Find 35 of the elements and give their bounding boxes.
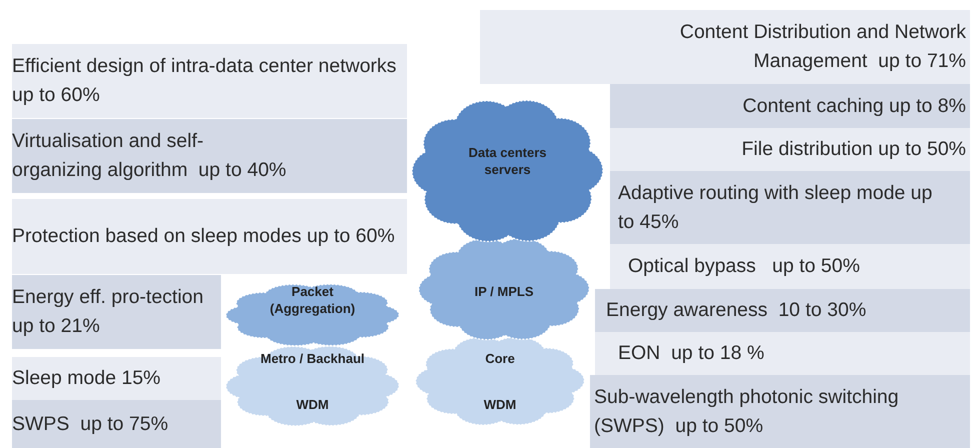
- table-band: [610, 128, 970, 171]
- table-band: [12, 357, 221, 400]
- saving-note: Sub-wavelength photonic switching (SWPS) up to 50%: [594, 384, 900, 438]
- saving-note: Virtualisation and self-organizing algorithm up to 40%: [12, 129, 288, 183]
- saving-note: Energy awareness 10 to 30%: [606, 298, 866, 323]
- saving-note: Energy eff. pro-tection up to 21%: [12, 285, 204, 339]
- table-band: [595, 332, 970, 375]
- saving-note: Sleep mode 15%: [12, 366, 161, 391]
- saving-note: SWPS up to 75%: [12, 412, 168, 436]
- table-band: [610, 84, 970, 128]
- table-band: [12, 275, 221, 349]
- cloud-label: WDM: [295, 396, 330, 413]
- cloud-label: Packet (Aggregation): [268, 283, 356, 317]
- saving-note: Optical bypass up to 50%: [628, 254, 860, 279]
- table-band: [610, 244, 970, 289]
- table-band: [480, 10, 970, 84]
- saving-note: Protection based on sleep modes up to 60%: [12, 224, 395, 249]
- cloud-label: Metro / Backhaul: [259, 350, 366, 367]
- saving-note: Content Distribution and Network Management up to 71%: [678, 20, 966, 74]
- cloud-label: IP / MPLS: [474, 283, 534, 300]
- table-band: [590, 375, 970, 448]
- table-band: [12, 44, 407, 118]
- cloud-label: Data centers servers: [467, 144, 548, 178]
- saving-note: File distribution up to 50%: [742, 137, 966, 162]
- cloud-label: Core: [484, 350, 516, 367]
- saving-note: EON up to 18 %: [618, 341, 764, 366]
- table-band: [595, 289, 970, 332]
- cloud-label: WDM: [482, 396, 518, 413]
- table-band: [12, 119, 407, 193]
- saving-note: Content caching up to 8%: [742, 94, 966, 118]
- table-band: [12, 199, 407, 274]
- table-band: [610, 171, 970, 244]
- table-band: [12, 400, 221, 448]
- saving-note: Efficient design of intra-data center networks up to 60%: [12, 54, 398, 108]
- saving-note: Adaptive routing with sleep mode up to 45%: [618, 180, 934, 234]
